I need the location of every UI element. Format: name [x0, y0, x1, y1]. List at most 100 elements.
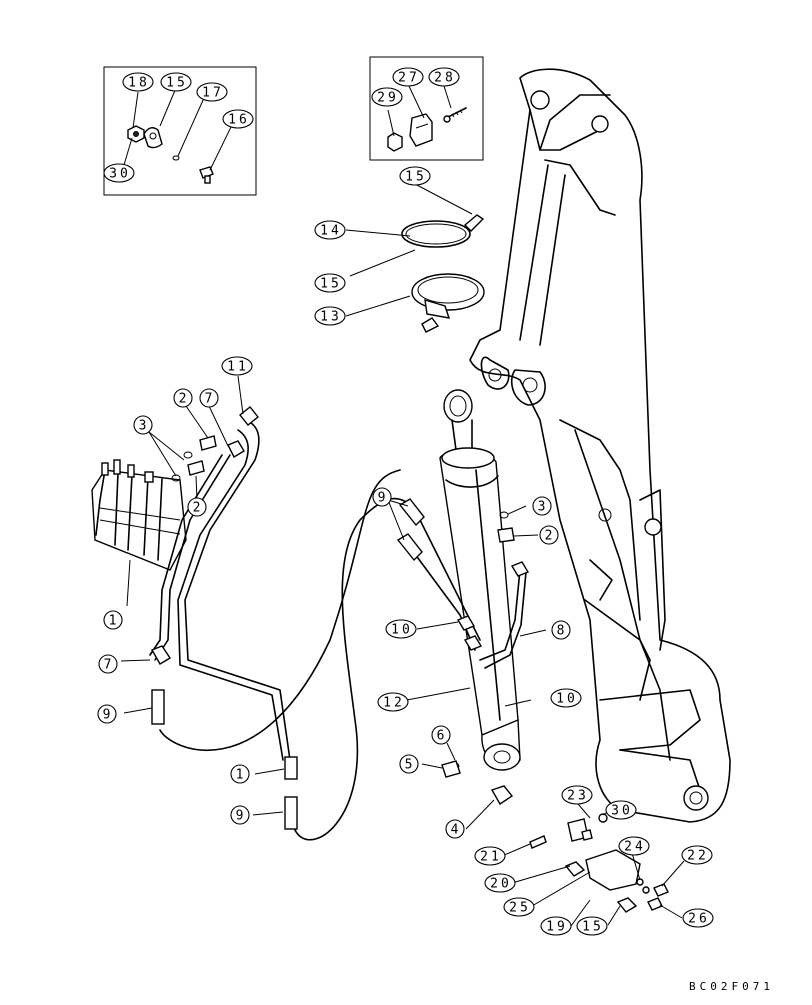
callout-number: 12: [383, 696, 405, 711]
callout-17: 17: [196, 82, 228, 102]
callout-circle: [372, 487, 392, 507]
hose-clamps: [401, 214, 485, 333]
callout-number: 10: [556, 692, 578, 707]
callout-3-a: 3: [133, 415, 153, 435]
callout-9-c: 9: [230, 805, 250, 825]
callout-7-b: 7: [98, 654, 118, 674]
callout-10-a: 10: [385, 619, 417, 639]
callout-circle: [561, 785, 593, 805]
drawing-reference-code: BC02F071: [689, 980, 774, 993]
callout-number: 24: [624, 840, 646, 855]
callout-circle: [618, 836, 650, 856]
callout-circle: [503, 897, 535, 917]
callout-circle: [399, 166, 431, 186]
callout-number: 30: [611, 804, 633, 819]
callout-circle: [445, 819, 465, 839]
callout-number: 7: [205, 392, 216, 407]
callout-circle: [385, 619, 417, 639]
callout-circle: [399, 754, 419, 774]
callout-1-a: 1: [103, 610, 123, 630]
callout-29: 29: [371, 87, 403, 107]
callout-30-b: 30: [605, 800, 637, 820]
callout-7-a: 7: [199, 388, 219, 408]
callout-number: 3: [538, 500, 549, 515]
callout-4: 4: [445, 819, 465, 839]
callout-number: 8: [557, 624, 568, 639]
callout-23: 23: [561, 785, 593, 805]
control-valve: [91, 459, 187, 571]
callout-12: 12: [377, 692, 409, 712]
callout-18-a: 18: [122, 72, 154, 92]
leader-lines: [120, 82, 685, 927]
callout-circle: [122, 72, 154, 92]
callout-number: 27: [398, 71, 420, 86]
callout-19: 19: [540, 916, 572, 936]
callout-circle: [103, 610, 123, 630]
callout-circle: [474, 846, 506, 866]
callout-number: 11: [227, 360, 249, 375]
callout-circle: [550, 688, 582, 708]
callout-24: 24: [618, 836, 650, 856]
callout-circle: [551, 620, 571, 640]
callout-circle: [539, 525, 559, 545]
callout-11: 11: [221, 356, 253, 376]
callout-circle: [160, 72, 192, 92]
callout-21: 21: [474, 846, 506, 866]
callout-number: 10: [391, 623, 413, 638]
callout-28: 28: [428, 67, 460, 87]
callout-15-b: 15: [399, 166, 431, 186]
callout-circle: [576, 916, 608, 936]
callout-circle: [314, 220, 346, 240]
callout-8: 8: [551, 620, 571, 640]
callout-number: 2: [545, 529, 556, 544]
callout-circle: [196, 82, 228, 102]
callout-number: 1: [236, 768, 247, 783]
callout-circle: [371, 87, 403, 107]
callout-number: 23: [567, 789, 589, 804]
callout-number: 2: [193, 501, 204, 516]
callout-number: 30: [109, 167, 131, 182]
callout-10-b: 10: [550, 688, 582, 708]
callout-1-b: 1: [230, 764, 250, 784]
callout-circle: [431, 725, 451, 745]
callout-number: 16: [228, 113, 250, 128]
callout-circle: [681, 845, 713, 865]
callout-15-d: 15: [576, 916, 608, 936]
callout-number: 21: [480, 850, 502, 865]
callout-2-a: 2: [173, 388, 193, 408]
callout-number: 3: [139, 419, 150, 434]
callout-number: 28: [434, 71, 456, 86]
callout-circle: [230, 764, 250, 784]
callout-number: 22: [687, 849, 709, 864]
callout-number: 15: [405, 170, 427, 185]
callout-circle: [314, 273, 346, 293]
callout-number: 19: [546, 920, 568, 935]
callout-number: 26: [688, 912, 710, 927]
callout-number: 25: [509, 901, 531, 916]
callout-2-c: 2: [539, 525, 559, 545]
hydraulic-cylinder: [439, 389, 521, 771]
callout-number: 20: [490, 877, 512, 892]
callout-number: 9: [378, 491, 389, 506]
callout-circle: [428, 67, 460, 87]
inset-box-left: [103, 66, 257, 196]
inset-box-right: [369, 56, 484, 161]
callout-number: 18: [128, 76, 150, 91]
callout-circle: [187, 497, 207, 517]
callout-number: 15: [582, 920, 604, 935]
callout-circle: [682, 908, 714, 928]
callout-circle: [532, 496, 552, 516]
callout-26: 26: [682, 908, 714, 928]
callout-number: 17: [202, 86, 224, 101]
callout-2-b: 2: [187, 497, 207, 517]
boom-arm: [469, 68, 731, 823]
callout-6: 6: [431, 725, 451, 745]
callout-25: 25: [503, 897, 535, 917]
callout-number: 15: [166, 76, 188, 91]
callout-27: 27: [392, 67, 424, 87]
callout-15-c: 15: [314, 273, 346, 293]
callout-number: 29: [377, 91, 399, 106]
callout-circle: [222, 109, 254, 129]
